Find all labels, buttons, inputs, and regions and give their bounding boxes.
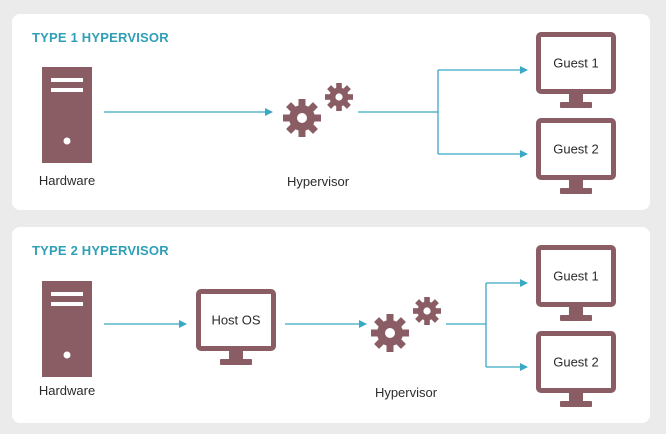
type2-guest2-label: Guest 2	[553, 354, 599, 370]
type2-branch-connector	[446, 279, 528, 371]
type1-branch-connector	[358, 66, 528, 158]
type1-guest2-label: Guest 2	[553, 141, 599, 157]
type1-hardware-icon	[42, 67, 92, 163]
type1-hardware-label: Hardware	[38, 173, 96, 188]
type1-hypervisor-label: Hypervisor	[286, 174, 350, 189]
type1-hypervisor-gears-icon	[283, 83, 353, 137]
type1-title: TYPE 1 HYPERVISOR	[32, 30, 169, 45]
type2-guest1-label: Guest 1	[553, 268, 599, 284]
type2-title: TYPE 2 HYPERVISOR	[32, 243, 169, 258]
type2-hardware-label: Hardware	[38, 383, 96, 398]
type2-hardware-icon	[42, 281, 92, 377]
type2-hostos-label: Host OS	[211, 312, 261, 328]
type1-guest1-label: Guest 1	[553, 55, 599, 71]
type2-hypervisor-label: Hypervisor	[374, 385, 438, 400]
type2-hypervisor-gears-icon	[371, 297, 441, 352]
